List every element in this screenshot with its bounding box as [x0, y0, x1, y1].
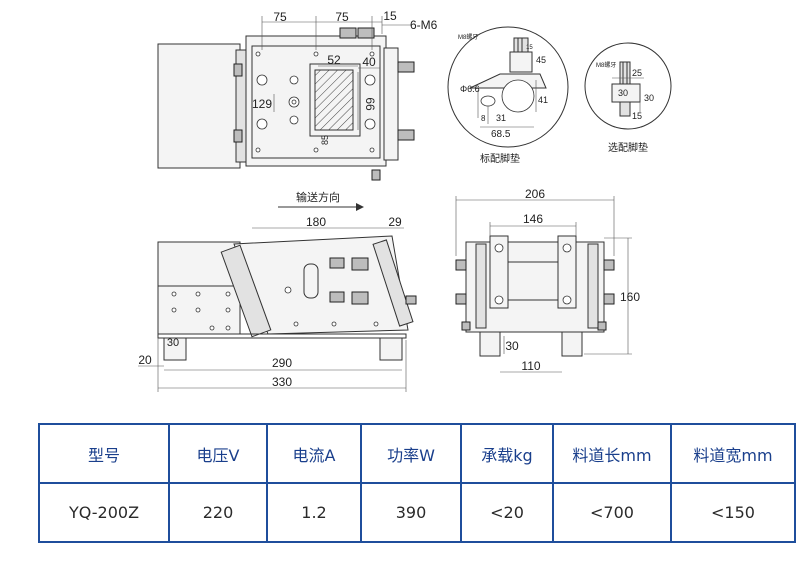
dim-146: 146: [523, 212, 543, 226]
header-track-length: 料道长mm: [552, 423, 672, 484]
dim-30-side: 30: [167, 337, 179, 349]
value-track-length: <700: [552, 482, 672, 543]
dim-29: 29: [388, 215, 402, 229]
dim-66: 66: [363, 97, 377, 111]
opt-foot-thread: M8螺牙: [596, 61, 616, 69]
std-foot-dim-15: 15: [526, 45, 533, 51]
direction-label: 输送方向: [296, 190, 340, 204]
conveying-direction: 输送方向: [278, 190, 364, 211]
dim-75-a: 75: [273, 10, 287, 24]
value-load: <20: [460, 482, 554, 543]
dim-30-end: 30: [505, 339, 519, 353]
dim-52: 52: [327, 53, 341, 67]
opt-foot-dim-30a: 30: [618, 88, 628, 98]
dim-85: 85: [320, 135, 330, 145]
std-foot-caption: 标配脚垫: [480, 152, 520, 165]
value-model: YQ-200Z: [38, 482, 170, 543]
end-view: 206 146 160 30 110: [455, 187, 640, 373]
dim-110: 110: [521, 359, 540, 373]
spec-value-row: YQ-200Z 220 1.2 390 <20 <700 <150: [38, 482, 796, 543]
dim-129: 129: [252, 97, 272, 111]
std-foot-dim-45: 45: [536, 55, 546, 65]
std-foot-dim-41: 41: [538, 95, 548, 105]
dim-20: 20: [138, 353, 152, 367]
header-voltage: 电压V: [168, 423, 268, 484]
std-foot-dim-66: Φ6.6: [460, 84, 480, 94]
opt-foot-dim-25: 25: [632, 68, 642, 78]
header-track-width: 料道宽mm: [670, 423, 796, 484]
std-foot-thread: M8螺牙: [458, 33, 478, 41]
opt-foot-caption: 选配脚垫: [608, 141, 648, 154]
dim-290: 290: [272, 356, 292, 370]
dim-15: 15: [383, 9, 397, 23]
std-foot-dim-8: 8: [481, 114, 486, 123]
header-model: 型号: [38, 423, 170, 484]
opt-foot-dim-15: 15: [632, 111, 642, 121]
technical-drawing: 75 75 15 6-M6 52 40 129 66 85 输送方向: [138, 9, 672, 392]
side-view: 180 29 30 20 290 330: [138, 215, 417, 392]
spec-table: 型号 电压V 电流A 功率W 承载kg 料道长mm 料道宽mm YQ-200Z …: [38, 423, 796, 543]
dim-160: 160: [620, 290, 640, 304]
std-foot-dim-31: 31: [496, 113, 506, 123]
header-current: 电流A: [266, 423, 362, 484]
dim-206: 206: [525, 187, 545, 201]
spec-header-row: 型号 电压V 电流A 功率W 承载kg 料道长mm 料道宽mm: [38, 423, 796, 484]
header-load: 承载kg: [460, 423, 554, 484]
standard-foot-detail: M8螺牙 15 45 Φ6.6 41 8 31 68.5 标配脚垫: [447, 26, 569, 165]
value-track-width: <150: [670, 482, 796, 543]
dim-6m6: 6-M6: [410, 18, 438, 32]
value-power: 390: [360, 482, 462, 543]
value-current: 1.2: [266, 482, 362, 543]
dim-40: 40: [362, 55, 376, 69]
top-view: 75 75 15 6-M6 52 40 129 66 85: [157, 9, 438, 181]
optional-foot-detail: M8螺牙 25 30 30 15 选配脚垫: [584, 42, 672, 154]
value-voltage: 220: [168, 482, 268, 543]
dim-330: 330: [272, 375, 292, 389]
dim-180: 180: [306, 215, 326, 229]
header-power: 功率W: [360, 423, 462, 484]
std-foot-dim-685: 68.5: [491, 129, 511, 140]
dim-75-b: 75: [335, 10, 349, 24]
opt-foot-dim-30b: 30: [644, 93, 654, 103]
